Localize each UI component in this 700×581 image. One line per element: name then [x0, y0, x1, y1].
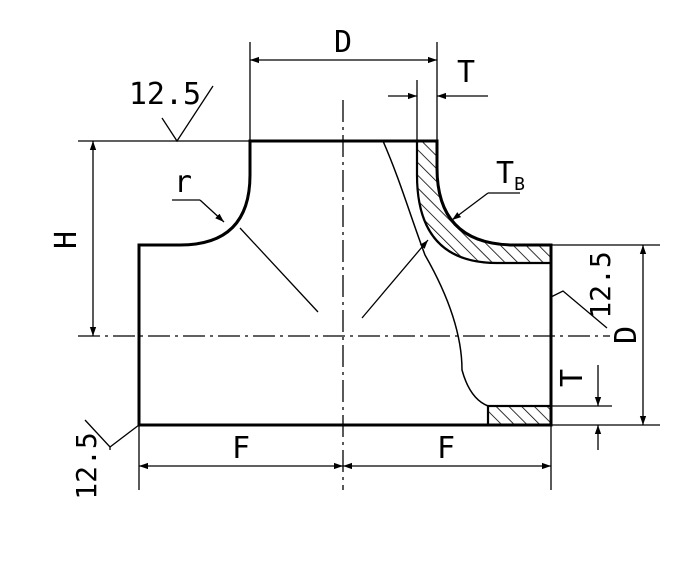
label-D-right: D	[609, 326, 644, 344]
inner-diagonal-right	[361, 239, 429, 319]
label-TB-main: T	[496, 156, 514, 191]
hatched-wall-bottom	[486, 404, 553, 427]
label-T-top: T	[457, 55, 475, 90]
label-D-top: D	[334, 25, 352, 60]
label-TB: TB	[496, 156, 525, 195]
label-F-right: F	[437, 431, 455, 466]
label-T-right: T	[555, 369, 590, 387]
label-H: H	[49, 231, 84, 249]
leader-TB-diag	[451, 192, 489, 221]
label-roughness-top: 12.5	[129, 77, 201, 112]
label-F-left: F	[232, 431, 250, 466]
label-TB-sub: B	[514, 174, 525, 195]
label-roughness-left: 12.5	[70, 432, 103, 499]
inner-diagonal-left	[239, 227, 319, 313]
label-roughness-right: 12.5	[584, 251, 617, 318]
tee-body-outline	[137, 139, 553, 427]
roughness-symbol-right	[550, 290, 608, 329]
break-line	[382, 140, 489, 407]
roughness-symbol-top	[161, 85, 214, 143]
leader-r-diag	[199, 199, 225, 223]
label-r: r	[174, 165, 192, 200]
